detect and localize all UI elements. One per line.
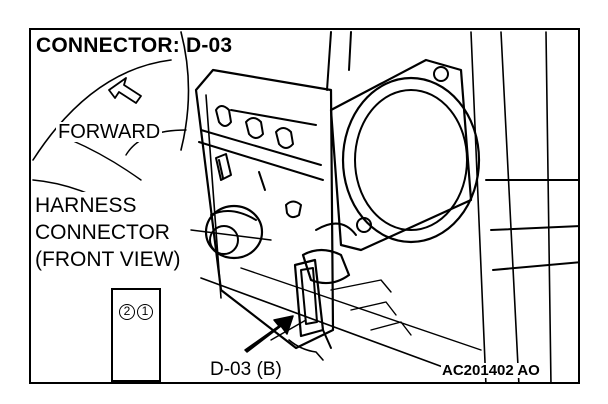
diagram-frame: CONNECTOR: D-03 FORWARD HARNESS CONNECTO… [29, 28, 580, 384]
engine-line-art [32, 31, 578, 382]
connector-front-view: 2 1 [111, 288, 161, 382]
harness-label-line: CONNECTOR [35, 221, 170, 244]
connector-pin: 1 [137, 304, 153, 320]
harness-label-line: HARNESS [35, 194, 137, 217]
outline-arrow-icon [108, 77, 142, 104]
connector-callout: D-03 (B) [208, 359, 284, 380]
figure-code: AC201402 AO [441, 362, 541, 379]
connector-pin: 2 [119, 304, 135, 320]
page-title: CONNECTOR: D-03 [36, 34, 233, 57]
harness-connector-label: HARNESS CONNECTOR (FRONT VIEW) [35, 192, 181, 273]
solid-arrow-icon [244, 315, 294, 353]
forward-label: FORWARD [56, 121, 163, 143]
harness-label-line: (FRONT VIEW) [35, 248, 181, 271]
